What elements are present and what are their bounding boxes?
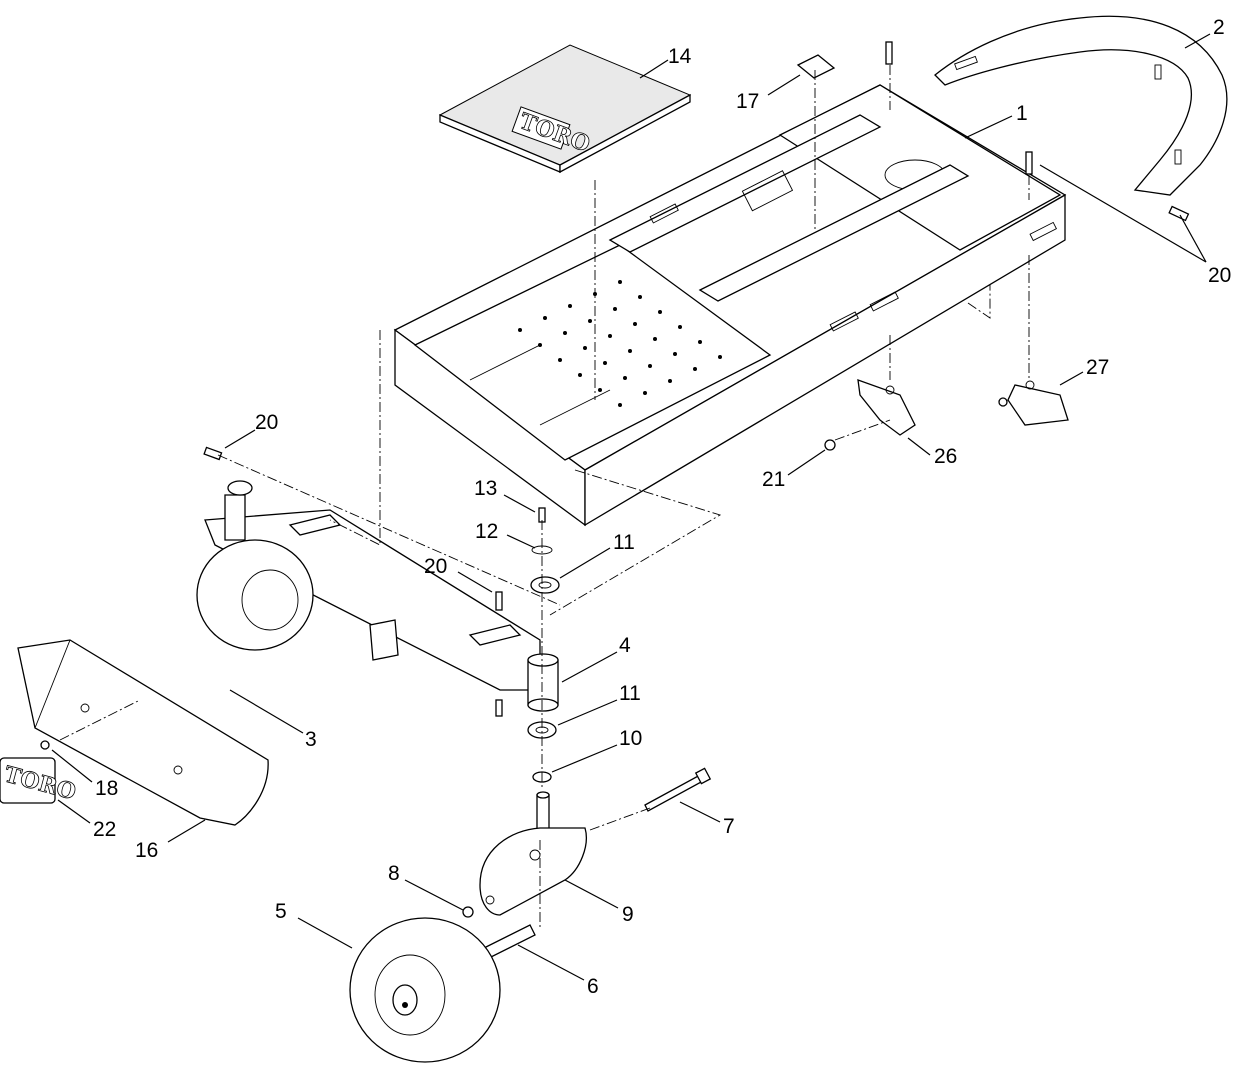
front-axle (196, 480, 559, 712)
toro-decal: TORO (0, 757, 79, 806)
alignment-lines (59, 65, 1030, 930)
callout-10: 10 (619, 727, 642, 750)
callout-3: 3 (305, 728, 317, 751)
bracket-27 (1007, 380, 1069, 426)
callout-17: 17 (736, 90, 759, 113)
callout-4: 4 (619, 634, 631, 657)
floor-mat: TORO (438, 44, 692, 174)
footrest-holes (518, 280, 722, 407)
bracket-26 (857, 379, 916, 436)
bearing-stack (527, 507, 560, 783)
main-frame (393, 84, 1067, 527)
callout-11-upper: 11 (613, 531, 635, 554)
callout-27: 27 (1086, 356, 1109, 379)
caster-wheel (349, 917, 501, 1063)
callout-11-lower: 11 (619, 682, 641, 705)
callout-16: 16 (135, 839, 158, 862)
callout-8: 8 (388, 862, 400, 885)
callout-labels: 1 2 20 14 17 27 26 21 20 13 12 11 20 4 1… (93, 16, 1231, 998)
decal-17 (796, 54, 836, 79)
callout-26: 26 (934, 445, 957, 468)
bolt-20-axle (203, 446, 503, 717)
callout-9: 9 (622, 903, 634, 926)
callout-5: 5 (275, 900, 287, 923)
callout-1: 1 (1016, 102, 1028, 125)
callout-20-axle: 20 (255, 411, 278, 434)
callout-7: 7 (723, 815, 735, 838)
caster-bolt (644, 767, 712, 812)
callout-20-bolt: 20 (424, 555, 447, 578)
nut-27 (998, 397, 1008, 407)
caster-fork (479, 791, 587, 916)
bolt-20-frame (885, 41, 1190, 222)
bolt-18 (40, 740, 50, 750)
callout-6: 6 (587, 975, 599, 998)
callout-2: 2 (1213, 16, 1225, 39)
leader-lines (51, 33, 1211, 981)
callout-20-frame: 20 (1208, 264, 1231, 287)
handle-bar (934, 15, 1228, 196)
front-shroud (17, 639, 269, 826)
callout-13: 13 (474, 477, 497, 500)
lock-nut (462, 906, 474, 918)
callout-14: 14 (668, 45, 692, 68)
callout-18: 18 (95, 777, 118, 800)
callout-12: 12 (475, 520, 498, 543)
nut-21 (824, 439, 836, 451)
callout-21: 21 (762, 468, 785, 491)
callout-22: 22 (93, 818, 116, 841)
